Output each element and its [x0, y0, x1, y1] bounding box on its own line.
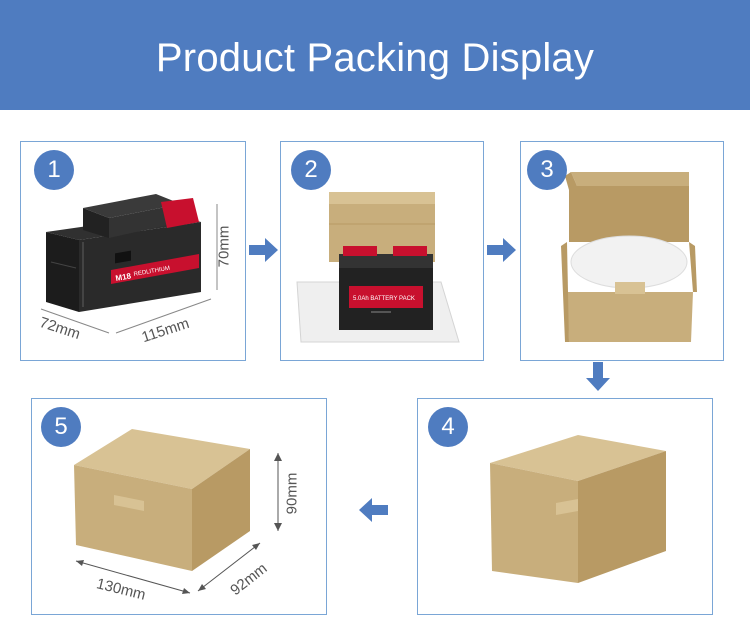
battery-label-text: 5.0Ah BATTERY PACK: [353, 296, 415, 302]
step-5-panel: 130mm 92mm 90mm 5: [31, 398, 327, 615]
closed-box-image: [490, 435, 666, 583]
arrow-icon: [487, 238, 516, 262]
battery-in-bag-image: 5.0Ah BATTERY PACK: [296, 192, 460, 343]
page-title: Product Packing Display: [155, 36, 595, 80]
step-badge: 3: [527, 150, 567, 190]
step-badge: 1: [34, 150, 74, 190]
box-dimensions-image: [74, 429, 282, 594]
dimension-height-label: 70mm: [215, 225, 233, 268]
step-1-panel: M18 REDLITHIUM 72mm 115mm 70mm 1: [20, 141, 246, 361]
battery-image: M18 REDLITHIUM: [40, 194, 218, 334]
dimension-height-label: 90mm: [283, 472, 301, 515]
step-badge: 5: [41, 407, 81, 447]
step-badge: 2: [291, 150, 331, 190]
header-banner: Product Packing Display: [0, 0, 750, 110]
step-4-panel: 4: [417, 398, 713, 615]
arrow-icon: [249, 238, 278, 262]
step-3-panel: 3: [520, 141, 724, 361]
battery-brand-badge: M18: [115, 271, 132, 283]
step-badge: 4: [428, 407, 468, 447]
step-2-panel: 5.0Ah BATTERY PACK 2: [280, 141, 484, 361]
arrow-icon: [586, 362, 610, 391]
arrow-icon: [359, 498, 388, 522]
open-box-image: [561, 172, 697, 342]
